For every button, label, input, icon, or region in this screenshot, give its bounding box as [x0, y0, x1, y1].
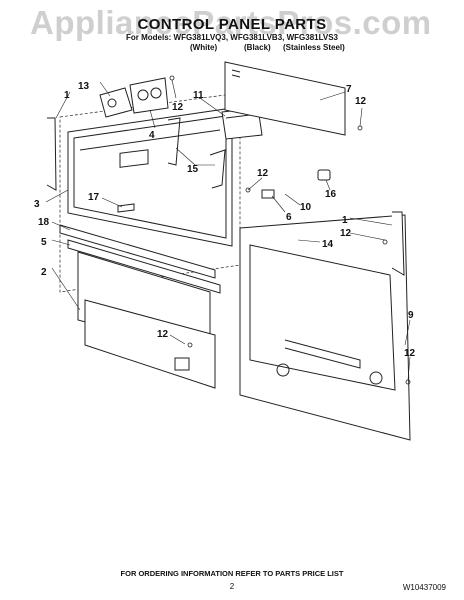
rear-panel-top [224, 61, 346, 136]
callout-12e: 12 [404, 348, 416, 359]
trim-5 [67, 239, 221, 294]
part-16 [317, 169, 331, 181]
callout-1b: 1 [342, 215, 348, 226]
callout-12f: 12 [157, 329, 169, 340]
callout-7: 7 [346, 84, 352, 95]
callout-4: 4 [149, 130, 155, 141]
color-stainless: (Stainless Steel) [283, 43, 345, 52]
valve-assembly [129, 77, 169, 114]
trim-18 [59, 224, 216, 279]
side-bracket-left [46, 117, 57, 191]
trim-17 [117, 203, 135, 213]
callout-10: 10 [300, 202, 312, 213]
callout-1a: 1 [64, 90, 70, 101]
document-number: W10437009 [402, 583, 446, 592]
side-bracket-right [391, 211, 405, 276]
callout-12b: 12 [355, 96, 367, 107]
callout-17: 17 [88, 192, 100, 203]
callout-13: 13 [78, 81, 90, 92]
callout-12a: 12 [172, 102, 184, 113]
watermark: AppliancePartsPros.com [30, 4, 432, 41]
callout-5: 5 [41, 237, 47, 248]
assembly-outline [59, 92, 241, 293]
callout-2: 2 [41, 267, 47, 278]
color-white: (White) [190, 43, 218, 52]
callout-18: 18 [38, 217, 50, 228]
callout-6: 6 [286, 212, 292, 223]
page-title: CONTROL PANEL PARTS [137, 16, 327, 33]
callout-12d: 12 [340, 228, 352, 239]
model-list: For Models: WFG381LVQ3, WFG381LVB3, WFG3… [125, 33, 339, 42]
part-6 [261, 189, 275, 199]
lower-panel [77, 251, 216, 389]
rear-panel [239, 214, 411, 441]
callout-12c: 12 [257, 168, 269, 179]
callout-11: 11 [193, 90, 204, 101]
color-black: (Black) [244, 43, 271, 52]
switch-part [99, 87, 133, 118]
callout-15: 15 [187, 164, 199, 175]
control-panel [67, 107, 233, 247]
callout-3: 3 [34, 199, 40, 210]
bracket-15b [209, 149, 226, 189]
bracket-15a [167, 117, 181, 166]
callout-14: 14 [322, 239, 334, 250]
page-number: 2 [229, 582, 235, 591]
callout-9: 9 [408, 310, 414, 321]
ordering-note: FOR ORDERING INFORMATION REFER TO PARTS … [120, 569, 344, 578]
callout-16: 16 [325, 189, 337, 200]
